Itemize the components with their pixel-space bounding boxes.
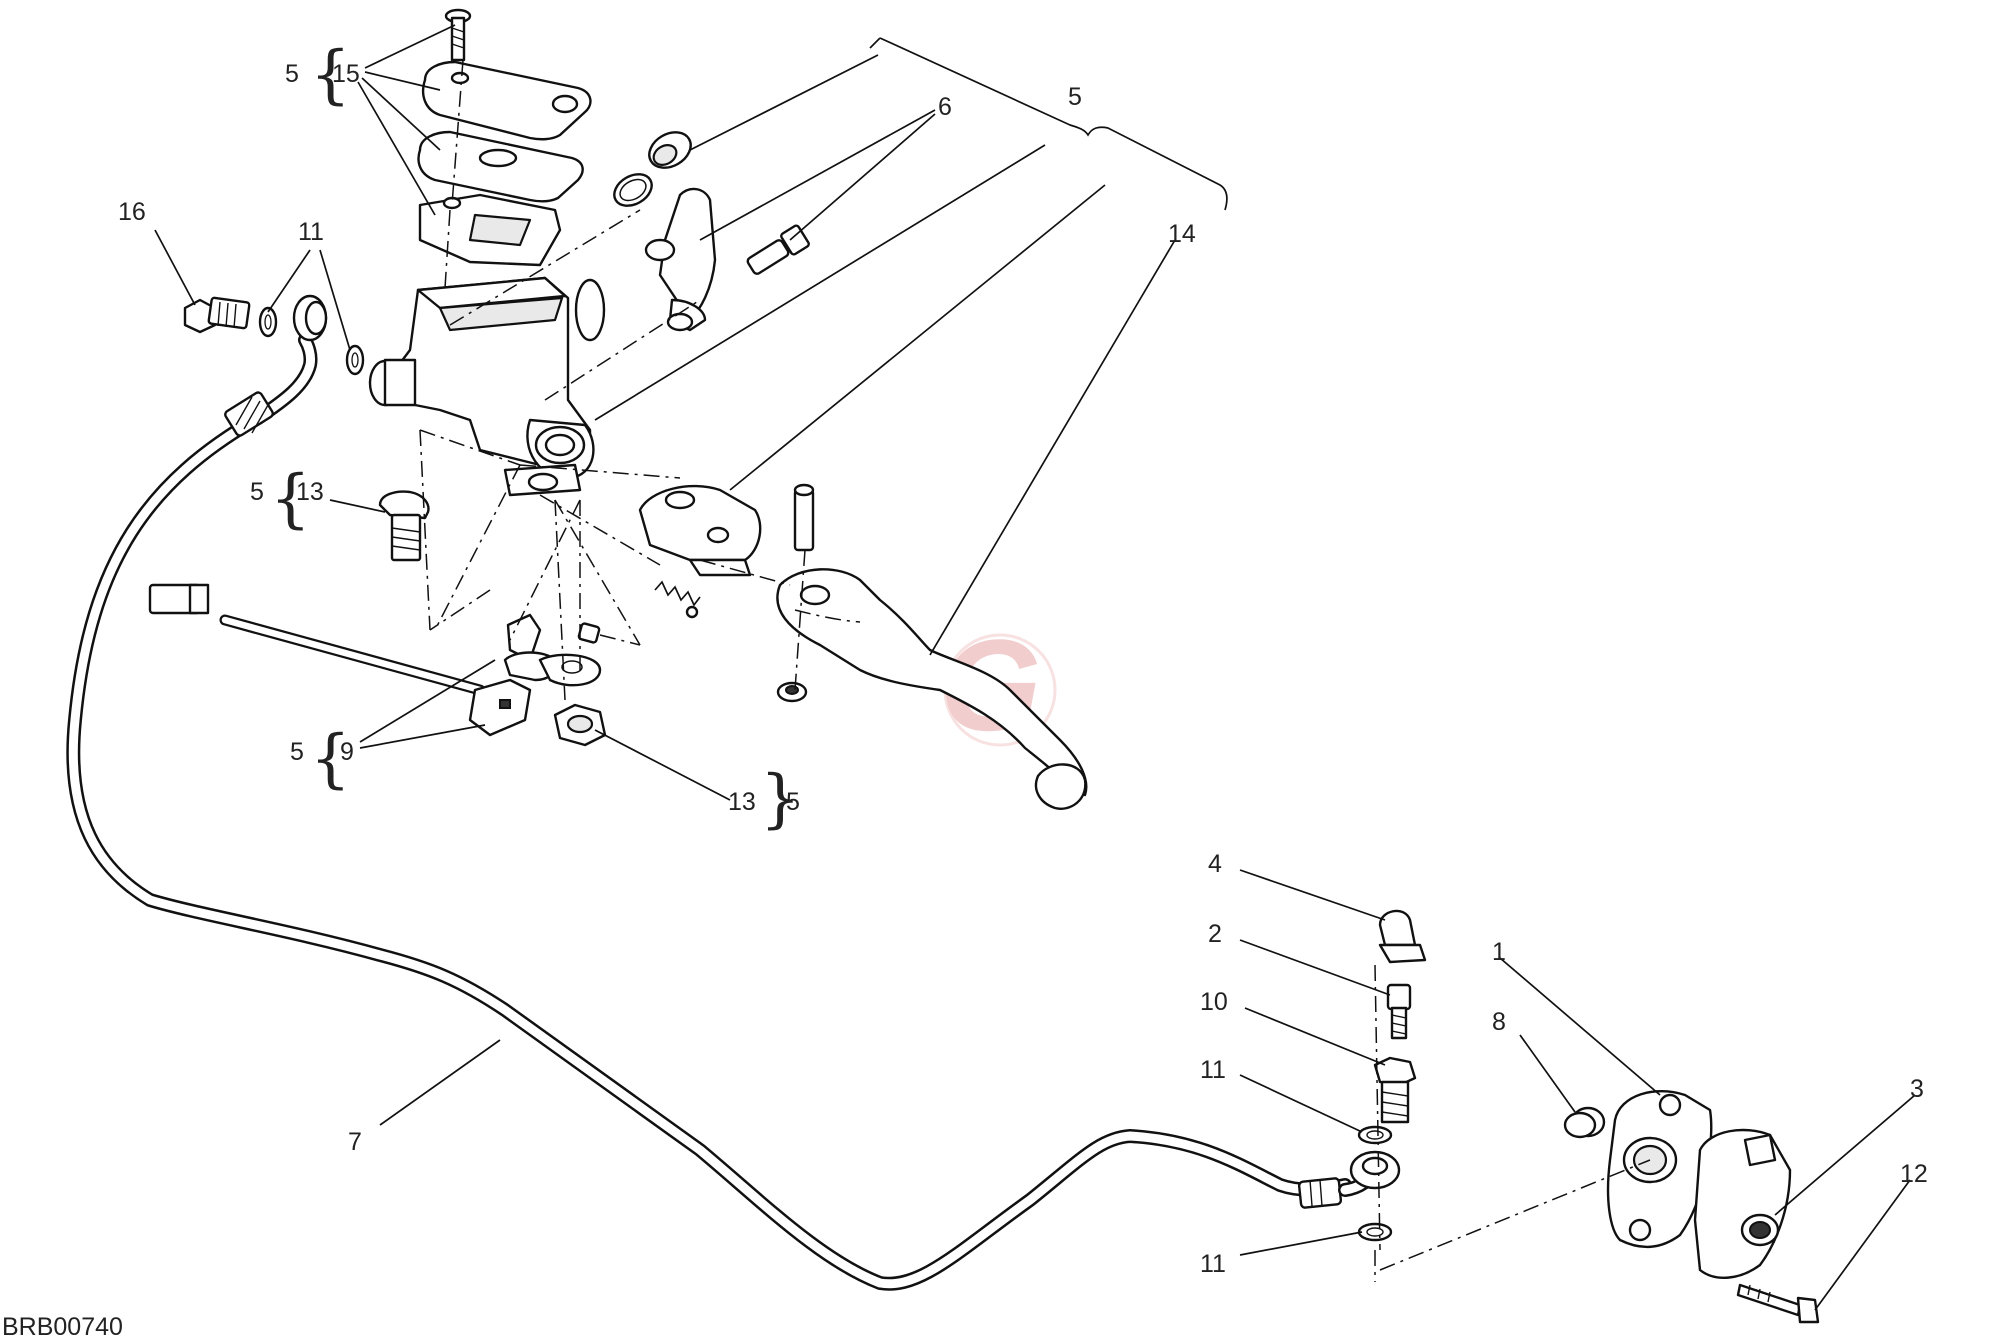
- callout-5-nut: 5: [786, 788, 800, 816]
- clutch-switch-assembly: [148, 583, 602, 737]
- callout-6: 6: [938, 93, 952, 121]
- handlebar-clamp: [644, 187, 810, 332]
- callout-16: 16: [118, 198, 146, 226]
- diagram-code: BRB00740: [2, 1313, 123, 1341]
- cover-screw: [444, 8, 472, 62]
- pivot-nut: [553, 703, 607, 747]
- callout-3: 3: [1910, 1075, 1924, 1103]
- group-bracket-5: [869, 37, 1228, 211]
- lever-pivot-block: [638, 484, 762, 577]
- callout-15: 15: [332, 60, 360, 88]
- svg-text:{: {: [270, 462, 311, 536]
- callout-5-bolt: 5: [250, 478, 264, 506]
- bleed-seal: [1563, 1111, 1597, 1139]
- callout-11-top: 11: [298, 218, 324, 246]
- callout-5-top: 5: [1068, 83, 1082, 111]
- callout-14: 14: [1168, 220, 1196, 248]
- slave-cylinder: [1570, 1090, 1713, 1249]
- banjo-bolt-master: [183, 296, 365, 376]
- svg-text:{: {: [310, 722, 351, 796]
- callout-5-switch: 5: [290, 738, 304, 766]
- callout-7: 7: [348, 1128, 362, 1156]
- callout-11-mid: 11: [1200, 1056, 1226, 1084]
- reservoir-cover-assembly: [417, 60, 592, 267]
- svg-text:{: {: [310, 38, 351, 112]
- callout-4: 4: [1208, 850, 1222, 878]
- banjo-fitting-lower: [1349, 1150, 1401, 1190]
- callout-8: 8: [1492, 1008, 1506, 1036]
- callout-10: 10: [1200, 988, 1228, 1016]
- callout-labels: 5 15 16 11 5 13 5 9 13 5 5 6 14 7 4 2 10…: [118, 60, 1928, 1278]
- callout-13-bottom: 13: [728, 788, 756, 816]
- group-braces: { { { }: [270, 38, 801, 836]
- callout-9: 9: [340, 738, 354, 766]
- clutch-lever: [776, 483, 1088, 810]
- callout-5-cover: 5: [285, 60, 299, 88]
- banjo-bolt: [1373, 1056, 1417, 1124]
- callout-12: 12: [1900, 1160, 1928, 1188]
- bleed-valve: [1386, 983, 1412, 1040]
- dust-seal: [613, 131, 692, 207]
- leader-lines: [154, 24, 1916, 1311]
- assembly-axis-lines: [419, 59, 1651, 1282]
- bleed-cap: [1378, 909, 1427, 964]
- clutch-hose: [66, 294, 1382, 1291]
- callout-11-bottom: 11: [1200, 1250, 1226, 1278]
- callout-13-top: 13: [296, 478, 324, 506]
- slave-bolt: [1736, 1283, 1820, 1324]
- pivot-bolt: [378, 490, 430, 562]
- spring: [654, 580, 701, 619]
- callout-1: 1: [1492, 938, 1506, 966]
- sealing-washers: [1357, 1125, 1393, 1242]
- callout-2: 2: [1208, 920, 1222, 948]
- svg-text:}: }: [760, 762, 801, 836]
- slave-cover: [1693, 1128, 1792, 1279]
- master-cylinder-body: [368, 276, 606, 497]
